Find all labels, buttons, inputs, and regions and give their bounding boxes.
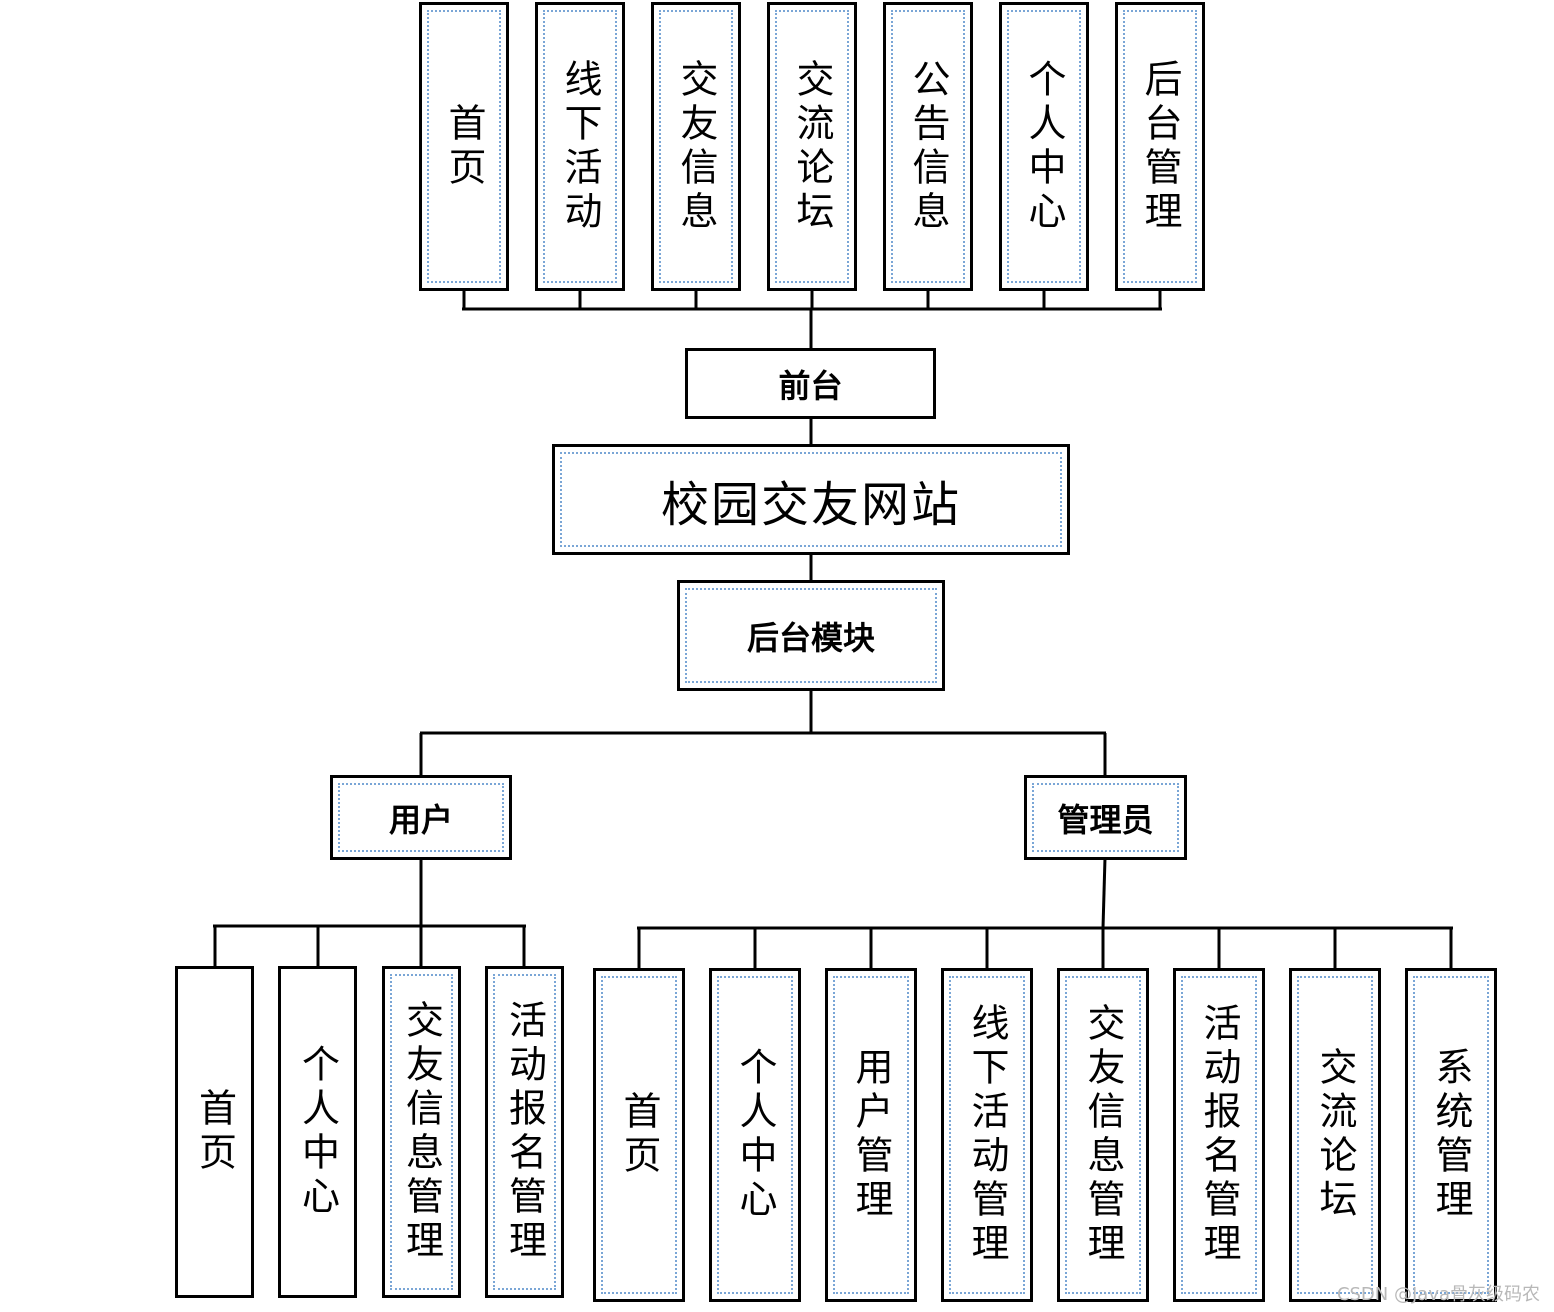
module-label: 交友信息管理 <box>399 1000 444 1264</box>
admin-module-2: 个人中心 <box>709 968 801 1302</box>
module-label: 个人中心 <box>295 1044 340 1220</box>
user-module-4: 活动报名管理 <box>485 966 564 1298</box>
module-label: 活动报名管理 <box>1197 1003 1241 1267</box>
module-label: 交友信息管理 <box>1081 1003 1125 1267</box>
module-label: 交友信息 <box>674 58 718 235</box>
module-label: 首页 <box>617 1091 661 1179</box>
frontend-module-6: 个人中心 <box>999 2 1089 291</box>
module-label: 交流论坛 <box>1313 1047 1357 1223</box>
user-module-1: 首页 <box>175 966 254 1298</box>
backend-label: 后台模块 <box>746 618 875 657</box>
admin-module-1: 首页 <box>593 968 685 1302</box>
module-label: 系统管理 <box>1429 1047 1473 1223</box>
module-label: 活动报名管理 <box>502 1000 547 1264</box>
admin-module-3: 用户管理 <box>825 968 917 1302</box>
module-label: 线下活动 <box>558 58 602 235</box>
root-label: 校园交友网站 <box>660 476 961 533</box>
admin-module-6: 活动报名管理 <box>1173 968 1265 1302</box>
user-role-label: 用户 <box>388 800 453 839</box>
frontend-module-7: 后台管理 <box>1115 2 1205 291</box>
module-label: 个人中心 <box>733 1047 777 1223</box>
admin-module-5: 交友信息管理 <box>1057 968 1149 1302</box>
frontend-module-2: 线下活动 <box>535 2 625 291</box>
frontend-label: 前台 <box>778 366 843 405</box>
user-module-2: 个人中心 <box>278 966 357 1298</box>
module-label: 公告信息 <box>906 58 950 235</box>
root-node: 校园交友网站 <box>552 444 1070 555</box>
admin-module-4: 线下活动管理 <box>941 968 1033 1302</box>
admin-module-8: 系统管理 <box>1405 968 1497 1302</box>
frontend-node: 前台 <box>685 348 936 419</box>
module-label: 首页 <box>442 102 486 191</box>
user-role-node: 用户 <box>330 775 512 860</box>
admin-module-7: 交流论坛 <box>1289 968 1381 1302</box>
module-label: 个人中心 <box>1022 58 1066 235</box>
frontend-module-4: 交流论坛 <box>767 2 857 291</box>
admin-role-node: 管理员 <box>1024 775 1187 860</box>
frontend-module-1: 首页 <box>419 2 509 291</box>
module-label: 首页 <box>192 1088 237 1176</box>
user-module-3: 交友信息管理 <box>382 966 461 1298</box>
module-label: 后台管理 <box>1138 58 1182 235</box>
frontend-module-3: 交友信息 <box>651 2 741 291</box>
admin-role-label: 管理员 <box>1057 800 1154 839</box>
backend-node: 后台模块 <box>677 580 945 691</box>
module-label: 交流论坛 <box>790 58 834 235</box>
module-label: 用户管理 <box>849 1047 893 1223</box>
module-label: 线下活动管理 <box>965 1003 1009 1267</box>
frontend-module-5: 公告信息 <box>883 2 973 291</box>
watermark-text: CSDN @Java骨灰级码农 <box>1336 1284 1540 1305</box>
